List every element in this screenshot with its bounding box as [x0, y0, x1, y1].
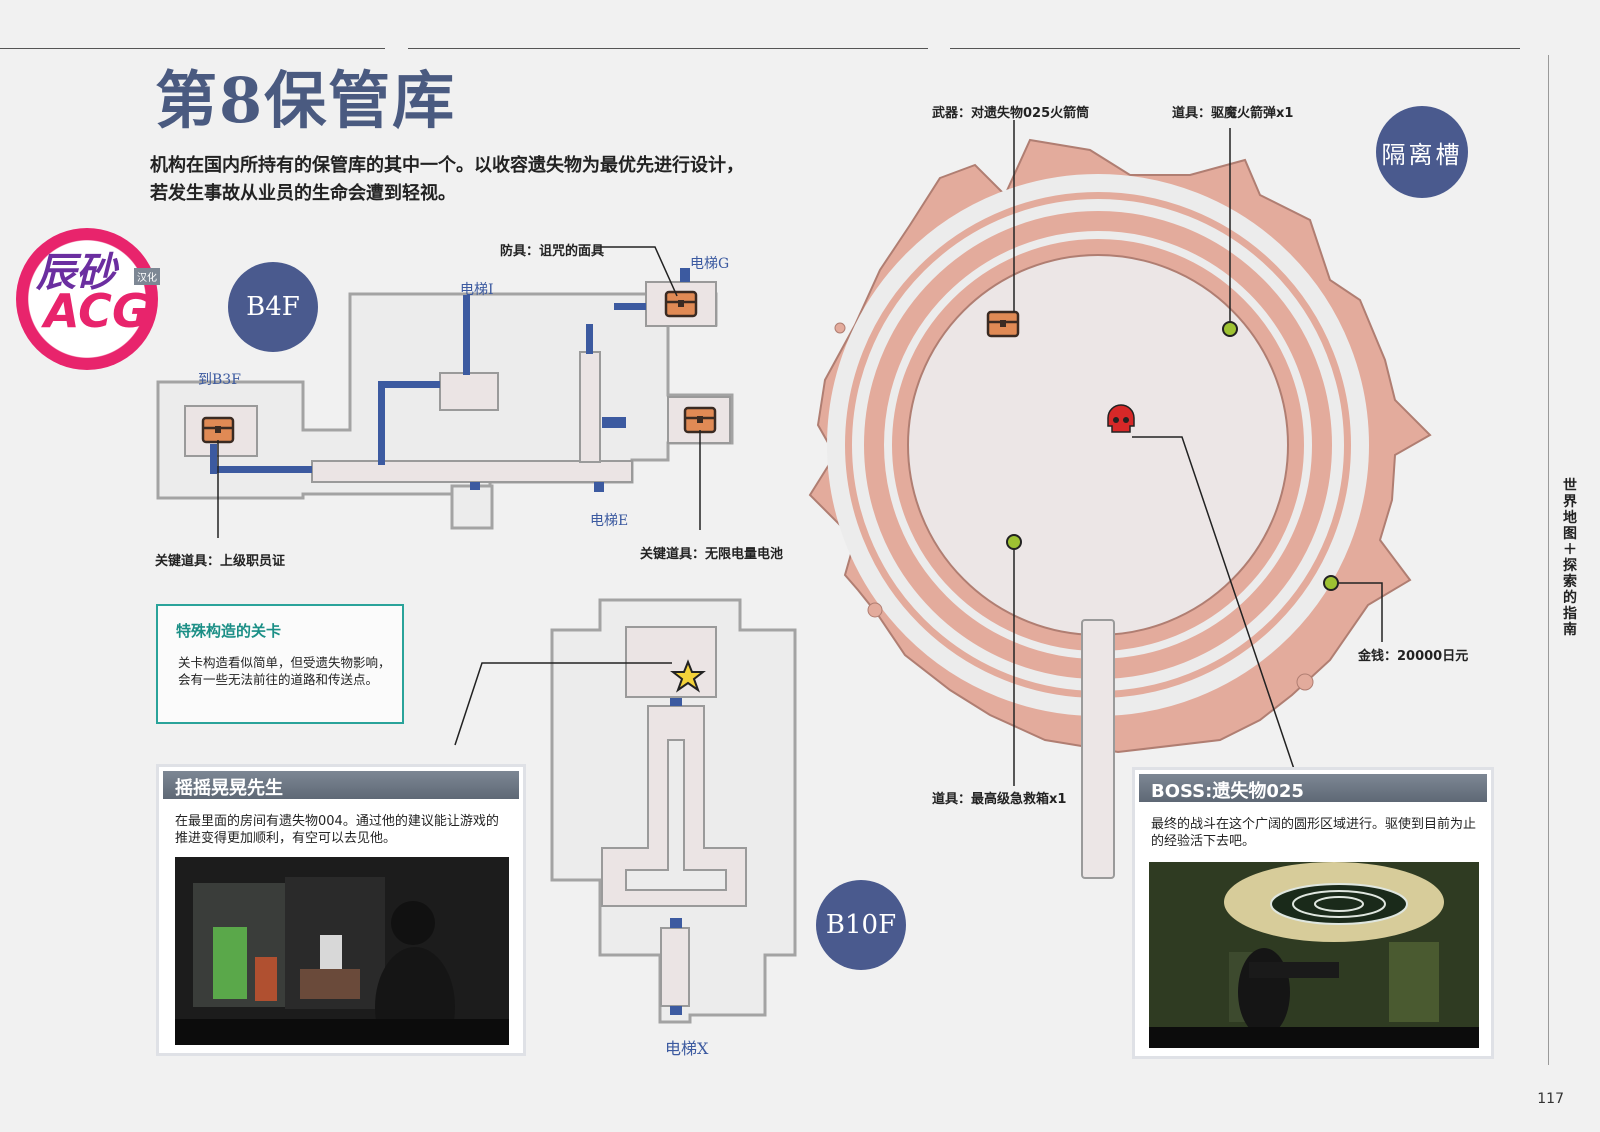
star-leader-line [454, 662, 672, 746]
b4f-small-room [450, 484, 494, 530]
elevator-i-label: 电梯I [460, 282, 494, 298]
logo-line-2: ACG [44, 284, 150, 338]
card-header: BOSS:遗失物025 [1139, 774, 1487, 802]
page-description: 机构在国内所持有的保管库的其中一个。以收容遗失物为最优先进行设计， 若发生事故从… [150, 152, 850, 208]
key-item-label-1: 关键道具：上级职员证 [155, 554, 286, 569]
card-title: BOSS:遗失物025 [1151, 781, 1304, 802]
chest-icon-b4f-east[interactable] [683, 406, 717, 434]
b4f-map [156, 246, 734, 538]
arena-leader-lines [1013, 120, 1383, 786]
screenshot-wobbly-man [175, 857, 509, 1045]
card-body: 最终的战斗在这个广阔的圆形区域进行。驱使到目前为止的经验活下去吧。 [1151, 817, 1477, 849]
skull-icon[interactable] [1107, 404, 1135, 433]
chest-icon-arena[interactable] [986, 310, 1020, 338]
logo-line-1: 辰砂 [36, 250, 116, 296]
star-icon[interactable] [670, 659, 706, 693]
arena-exit-corridor [1081, 619, 1115, 879]
item-dot-icon-south[interactable] [1006, 534, 1022, 550]
floor-badge-b4f: B4F [228, 262, 318, 352]
item-dot-icon-east[interactable] [1323, 575, 1339, 591]
elevator-x-label: 电梯X [665, 1039, 709, 1058]
b4f-room-center [439, 372, 499, 411]
chest-icon-b4f-ne[interactable] [664, 290, 698, 318]
top-rule-right [950, 48, 1520, 49]
page-title: 第8保管库 [155, 64, 457, 137]
description-line-1: 机构在国内所持有的保管库的其中一个。以收容遗失物为最优先进行设计， [150, 155, 744, 176]
b4f-room-pillar [579, 351, 601, 463]
b10f-t-inner [625, 739, 727, 891]
weapon-label: 武器：对遗失物025火箭筒 [932, 106, 1090, 121]
elevator-e-label: 电梯E [590, 513, 629, 529]
b10f-map [454, 598, 797, 1024]
card-title: 摇摇晃晃先生 [175, 778, 283, 799]
b10f-elevator-room [660, 927, 690, 1007]
b4f-paths [210, 268, 690, 492]
to-b3f-label: 到B3F [198, 372, 241, 388]
item-label-bottom: 道具：最高级急救箱x1 [932, 792, 1067, 807]
isolation-arena [808, 120, 1432, 879]
description-line-2: 若发生事故从业员的生命会遭到轻视。 [150, 183, 456, 204]
note-title: 特殊构造的关卡 [176, 622, 282, 640]
scanlation-logo: 辰砂 ACG 汉化 [16, 228, 160, 370]
b10f-paths [670, 698, 682, 1015]
card-header: 摇摇晃晃先生 [163, 771, 519, 799]
money-label: 金钱：20000日元 [1358, 649, 1469, 664]
special-stage-note: 特殊构造的关卡 关卡构造看似简单，但受遗失物影响，会有一些无法前往的道路和传送点… [156, 604, 404, 724]
side-rule [1548, 55, 1549, 1065]
top-rule-left [0, 48, 385, 49]
logo-tag: 汉化 [134, 268, 160, 285]
card-boss: BOSS:遗失物025 最终的战斗在这个广阔的圆形区域进行。驱使到目前为止的经验… [1132, 767, 1494, 1059]
key-item-label-2: 关键道具：无限电量电池 [640, 547, 784, 562]
b10f-top-room [625, 626, 717, 698]
floor-badge-b10f: B10F [816, 880, 906, 970]
screenshot-boss [1149, 862, 1479, 1048]
b4f-leader-lines [217, 246, 701, 538]
b4f-corridor [311, 460, 633, 483]
chest-icon-b4f-west[interactable] [201, 416, 235, 444]
item-label-top: 道具：驱魔火箭弹x1 [1172, 106, 1294, 121]
item-dot-icon-north[interactable] [1222, 321, 1238, 337]
card-body: 在最里面的房间有遗失物004。通过他的建议能让游戏的推进变得更加顺利，有空可以去… [175, 814, 499, 846]
side-label: 世界地图＋探索的指南 [1563, 478, 1577, 638]
card-wobbly-man: 摇摇晃晃先生 在最里面的房间有遗失物004。通过他的建议能让游戏的推进变得更加顺… [156, 764, 526, 1056]
elevator-g-label: 电梯G [690, 256, 730, 272]
arena-floor [907, 254, 1289, 636]
room-badge-isolation: 隔离槽 [1376, 106, 1468, 198]
page-number: 117 [1537, 1091, 1564, 1107]
armor-label: 防具：诅咒的面具 [500, 244, 605, 259]
top-rule-mid [408, 48, 928, 49]
note-body: 关卡构造看似简单，但受遗失物影响，会有一些无法前往的道路和传送点。 [178, 655, 391, 687]
